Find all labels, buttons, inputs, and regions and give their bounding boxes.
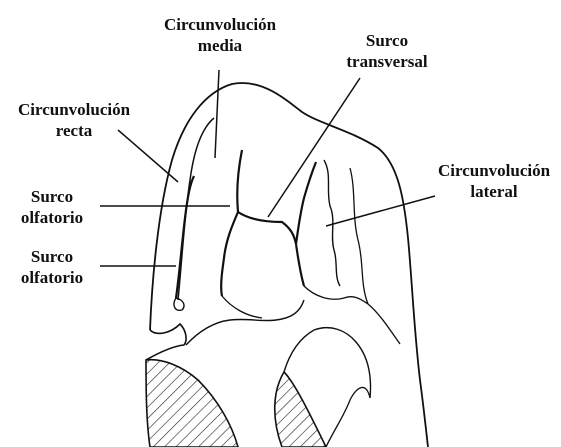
label-surco-olfatorio-2: Surco olfatorio bbox=[10, 246, 94, 288]
hatched-section-right bbox=[275, 372, 326, 447]
orbital-lower-contour-3 bbox=[284, 328, 370, 398]
orbital-lower-contour-2 bbox=[222, 296, 262, 318]
leader-circ-lateral bbox=[326, 196, 435, 226]
label-line: Circunvolución bbox=[428, 160, 560, 181]
medial-orbital-sulcus bbox=[221, 150, 242, 296]
leader-surco-transversal bbox=[268, 78, 360, 217]
label-line: media bbox=[150, 35, 290, 56]
gyrus-recta-line bbox=[178, 118, 214, 300]
medial-contour bbox=[146, 324, 186, 360]
leader-circ-media bbox=[215, 70, 219, 158]
label-line: Surco bbox=[322, 30, 452, 51]
label-circunvolucion-media: Circunvolución media bbox=[150, 14, 290, 56]
label-line: Circunvolución bbox=[4, 99, 144, 120]
label-line: Surco bbox=[10, 246, 94, 267]
lateral-gyrus-fold-2 bbox=[350, 168, 368, 304]
label-line: recta bbox=[4, 120, 144, 141]
label-line: Surco bbox=[10, 186, 94, 207]
olfactory-sulcus bbox=[176, 176, 194, 298]
olfactory-sulcus-end bbox=[174, 298, 184, 310]
label-line: olfatorio bbox=[10, 267, 94, 288]
label-line: Circunvolución bbox=[150, 14, 290, 35]
label-surco-transversal: Surco transversal bbox=[322, 30, 452, 72]
label-line: olfatorio bbox=[10, 207, 94, 228]
label-line: transversal bbox=[322, 51, 452, 72]
lateral-orbital-sulcus bbox=[296, 162, 316, 286]
label-line: lateral bbox=[428, 181, 560, 202]
label-circunvolucion-lateral: Circunvolución lateral bbox=[428, 160, 560, 202]
label-circunvolucion-recta: Circunvolución recta bbox=[4, 99, 144, 141]
lateral-gyrus-fold-3 bbox=[304, 286, 400, 344]
transverse-orbital-sulcus bbox=[238, 212, 296, 244]
label-surco-olfatorio-1: Surco olfatorio bbox=[10, 186, 94, 228]
orbital-lower-contour-4 bbox=[326, 387, 370, 447]
orbital-lower-contour-1 bbox=[186, 300, 304, 345]
hatched-section-left bbox=[146, 360, 238, 447]
